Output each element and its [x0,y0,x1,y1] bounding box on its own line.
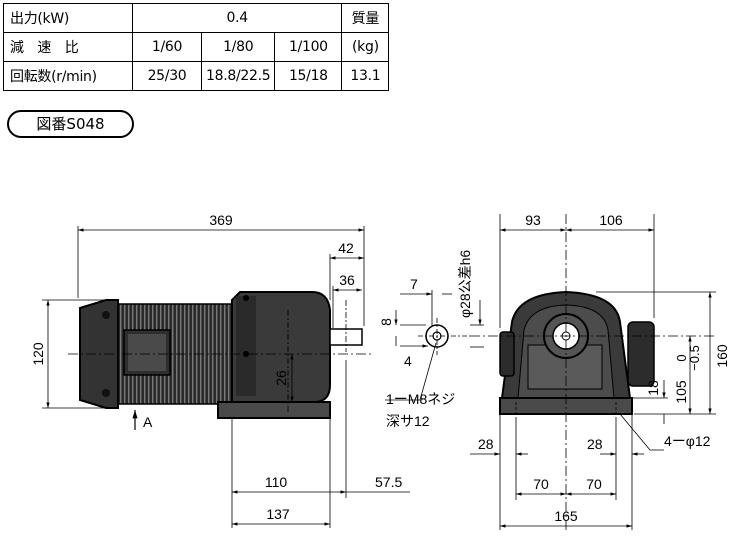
dim-shaft-key: 36 [339,272,355,288]
spec-ratio-2: 1/80 [200,32,276,62]
spec-speed-3: 15/18 [274,61,343,91]
dim-left-half: 93 [525,212,541,228]
dim-height: 120 [30,342,46,366]
front-view: 93 106 160 105 0 −0.5 18 4ーφ12 28 28 [470,212,730,530]
dim-key-height: 8 [378,318,394,326]
dim-shaft-center: 26 [273,370,289,386]
dim-base-thickness: 18 [645,380,661,396]
dim-shaft-offset: 57.5 [375,474,402,490]
dim-key-depth: 4 [404,353,412,369]
spec-mass-value: 13.1 [341,61,390,91]
drawing-number-badge: 図番S048 [7,110,134,138]
dim-tol-lower: −0.5 [687,345,702,371]
dim-overall-length: 369 [209,212,233,228]
tap-note-line1: 1ーM8ネジ [386,391,455,407]
dim-foot-right: 28 [587,436,603,452]
spec-label-output: 出力(kW) [3,3,133,33]
spec-row-output: 出力(kW) 0.4 質量 [3,3,390,33]
spec-row-speed: 回転数(r/min) 25/30 18.8/22.5 15/18 13.1 [3,61,390,91]
dim-hole-pitch-right: 70 [586,476,602,492]
dim-tol-upper: 0 [674,354,689,361]
view-arrow-label: A [143,414,153,430]
dim-foot-left: 28 [478,436,494,452]
side-view: 369 42 36 120 26 A 110 57.5 137 [30,212,410,528]
dim-shaft-length: 42 [338,240,354,256]
gearbox-base [217,401,331,419]
spec-speed-2: 18.8/22.5 [200,61,276,91]
spec-output-value: 0.4 [131,3,343,33]
dim-total-height: 160 [714,344,730,368]
dim-right-half: 106 [599,212,623,228]
dim-base-length: 137 [266,506,290,522]
spec-mass-unit: (kg) [341,32,390,62]
dim-base-width: 165 [554,508,578,524]
spec-row-ratio: 減 速 比 1/60 1/80 1/100 (kg) [3,32,390,62]
spec-label-speed: 回転数(r/min) [3,61,133,91]
shaft-detail: 7 8 4 φ28公差h6 1ーM8ネジ 深サ12 [378,250,484,429]
spec-ratio-3: 1/100 [274,32,343,62]
spec-label-ratio: 減 速 比 [3,32,133,62]
spec-table: 出力(kW) 0.4 質量 減 速 比 1/60 1/80 1/100 (kg)… [3,3,390,91]
hole-label: 4ーφ12 [664,433,711,449]
dim-hole-pitch-left: 70 [533,476,549,492]
spec-speed-1: 25/30 [132,61,202,91]
dim-key-width: 7 [410,276,418,292]
dim-center-height: 105 [673,380,689,404]
tap-note-line2: 深サ12 [386,413,430,429]
shaft-tolerance-label: φ28公差h6 [457,250,473,318]
dim-base-front: 110 [265,474,288,490]
